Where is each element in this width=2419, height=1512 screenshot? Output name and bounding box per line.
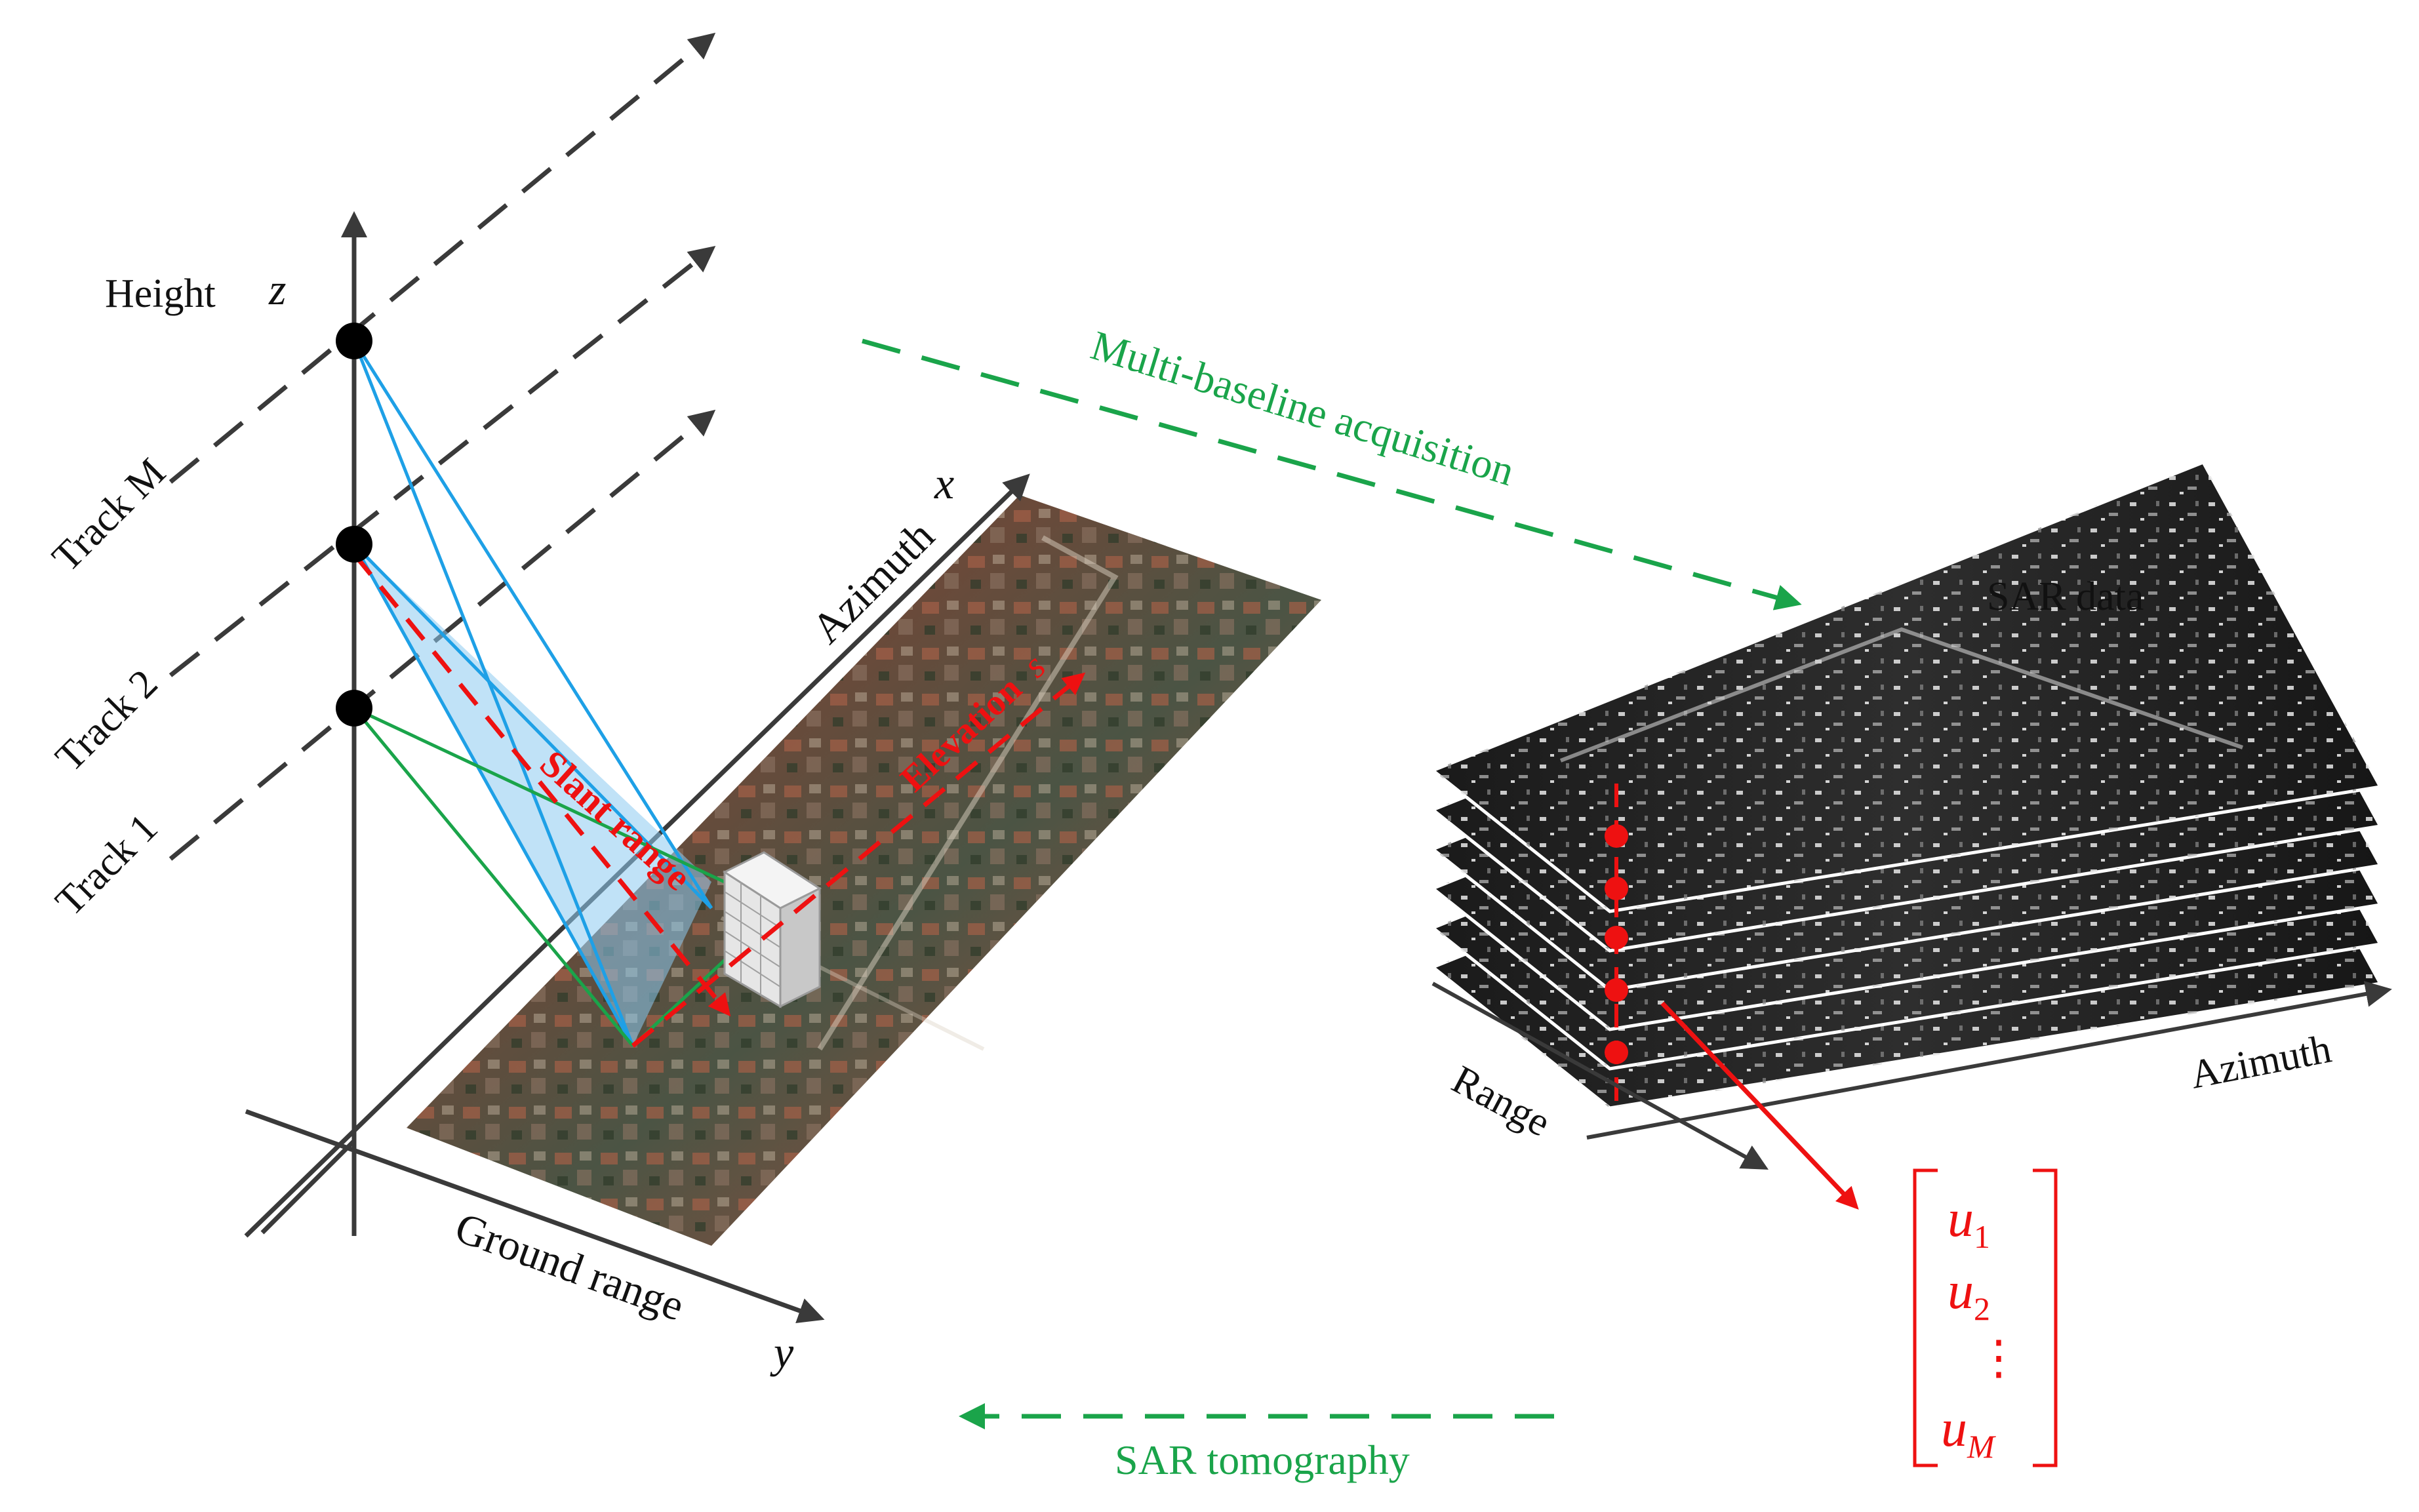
track-1-label: Track 1 xyxy=(47,805,167,925)
satellite-positions xyxy=(336,323,372,726)
building xyxy=(722,851,822,1008)
z-axis-symbol: z xyxy=(268,264,286,314)
elevation-arrow xyxy=(631,672,1086,1048)
svg-text:u2: u2 xyxy=(1948,1262,1990,1327)
track-2-label: Track 2 xyxy=(47,661,167,780)
multi-baseline-arrow xyxy=(862,338,1802,610)
sar-range-axis xyxy=(1431,982,1769,1170)
track-1-satellite xyxy=(336,690,372,726)
track-lines xyxy=(169,32,716,861)
vector-arrow xyxy=(1660,1001,1859,1210)
track-m-satellite xyxy=(336,323,372,359)
svg-text:uM: uM xyxy=(1941,1400,1996,1465)
sar-azimuth-label: Azimuth xyxy=(2187,1027,2335,1098)
track-m-label: Track M xyxy=(44,450,174,580)
sar-tomography-label: SAR tomography xyxy=(1115,1437,1410,1483)
svg-text:⋮: ⋮ xyxy=(1975,1332,2022,1384)
y-axis xyxy=(245,1109,825,1323)
track-2-satellite xyxy=(336,526,372,563)
sar-axes xyxy=(1431,981,2392,1170)
pixel-stack xyxy=(1605,784,1628,1111)
sar-range-label: Range xyxy=(1445,1057,1557,1145)
multi-baseline-label: Multi-baseline acquisition xyxy=(1086,321,1520,494)
x-axis-symbol: x xyxy=(934,458,954,508)
height-label: Height xyxy=(105,271,216,316)
sar-data-title: SAR data xyxy=(1987,574,2144,619)
y-axis-symbol: y xyxy=(770,1327,794,1377)
slant-range-arrow xyxy=(352,552,731,1017)
svg-text:u1: u1 xyxy=(1948,1190,1990,1255)
measurement-vector: u1 u2 ⋮ uM xyxy=(1913,1168,2058,1467)
sar-azimuth-axis xyxy=(1586,981,2392,1140)
sar-data-stack xyxy=(1429,460,2383,1110)
